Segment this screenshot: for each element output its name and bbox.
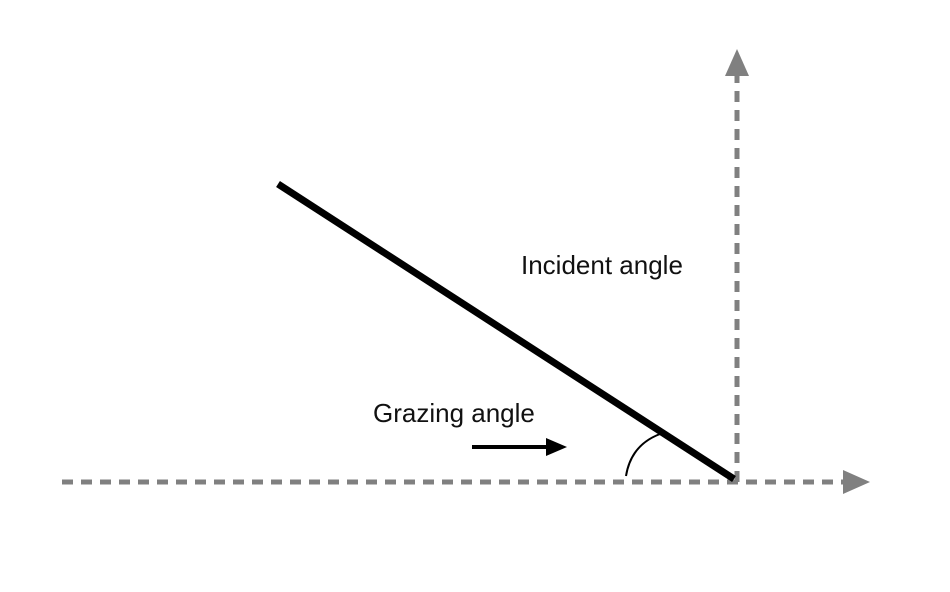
vertical-axis-arrowhead — [725, 49, 749, 76]
grazing-angle-arc — [625, 433, 661, 477]
incident-ray-line — [276, 181, 736, 482]
grazing-angle-label: Grazing angle — [373, 398, 535, 428]
grazing-pointer-arrowhead — [546, 438, 567, 456]
incident-angle-label: Incident angle — [521, 250, 683, 280]
horizontal-axis-arrowhead — [843, 470, 870, 494]
